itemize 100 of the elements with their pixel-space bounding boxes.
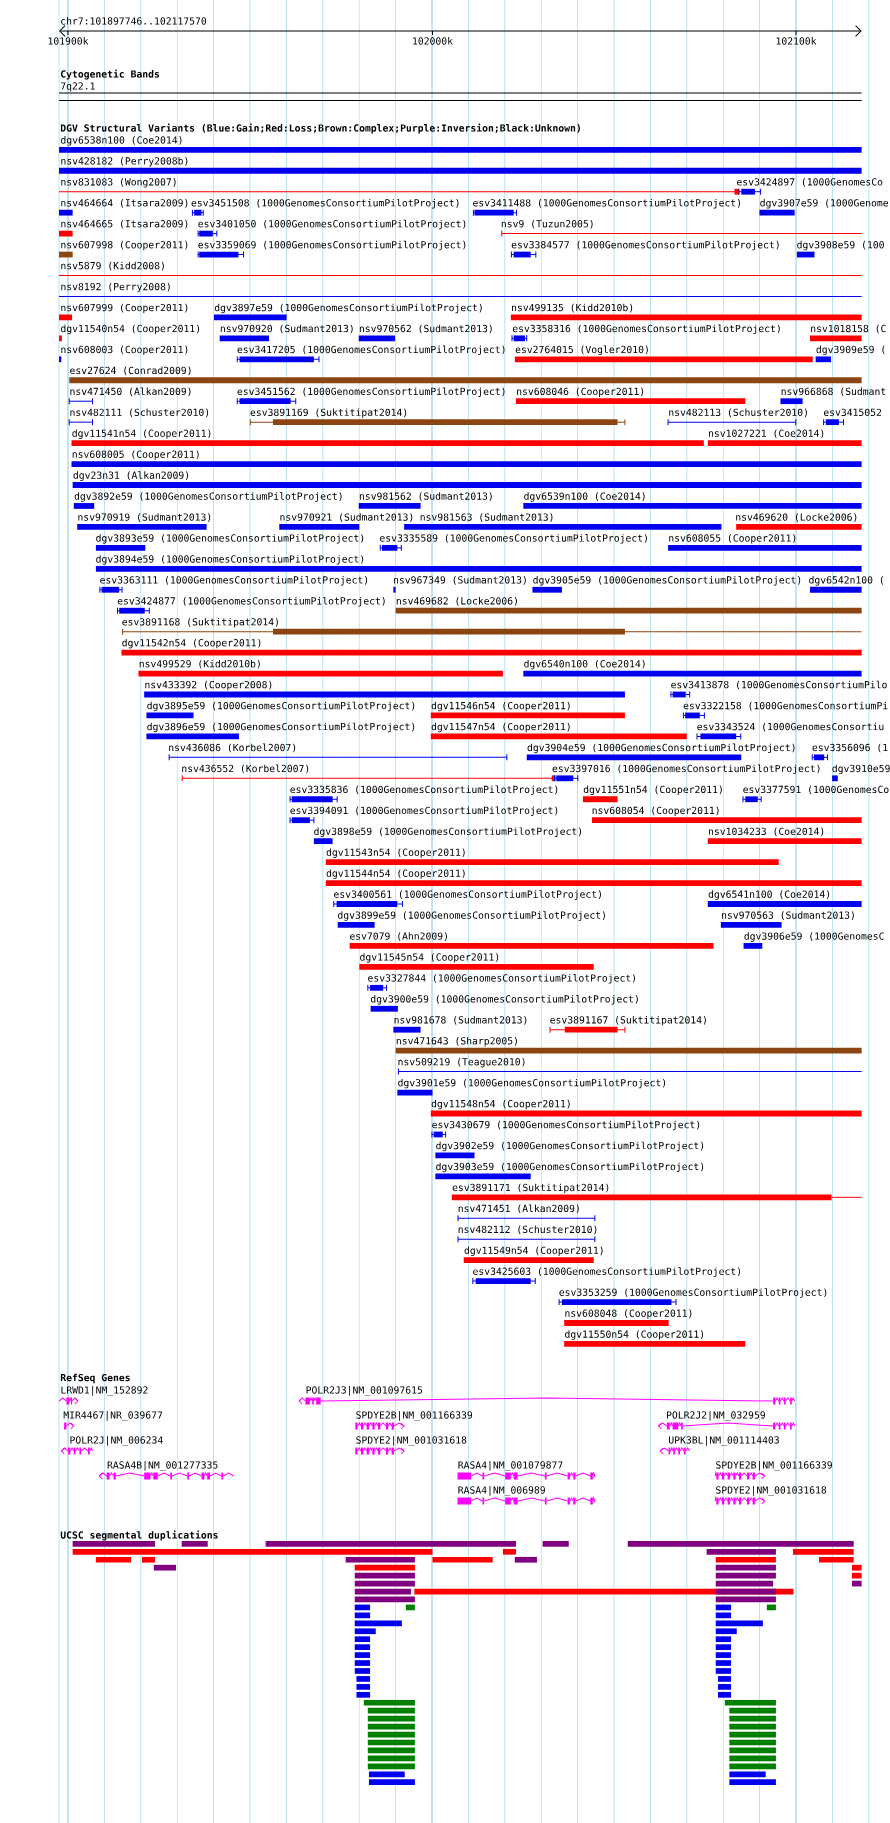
variant-label: nsv967349 (Sudmant2013) <box>393 576 526 585</box>
variant-label: nsv970921 (Sudmant2013) <box>280 513 413 522</box>
variant-label: dgv6538n100 (Coe2014) <box>61 136 182 146</box>
variant-label: nsv608046 (Cooper2011) <box>517 387 644 397</box>
variant-label: nsv9 (Tuzun2005) <box>501 219 593 229</box>
variant-label: dgv11541n54 (Cooper2011) <box>72 429 211 439</box>
variant-label: nsv607998 (Cooper2011) <box>61 240 188 251</box>
variant-label: esv3891168 (Suktitipat2014) <box>122 618 278 628</box>
variant-label: dgv3910e59 <box>832 764 890 775</box>
variant-label: dgv3904e59 (1000GenomesConsortiumPilotProject) <box>527 743 795 754</box>
variant-label: nsv607999 (Cooper2011) <box>61 303 188 314</box>
gene-label: UPK3BL|NM_001114403 <box>669 1436 779 1446</box>
variant-label: dgv3892e59 (1000GenomesConsortiumPilotProject) <box>74 492 342 502</box>
track-title: Cytogenetic Bands <box>61 69 160 80</box>
coordinate-label: chr7:101897746..102117570 <box>61 17 207 25</box>
gene-label: RASA4|NM_001079877 <box>458 1461 563 1471</box>
variant-label: dgv6540n100 (Coe2014) <box>524 659 645 670</box>
variant-label: esv3451562 (1000GenomesConsortiumPilotProject) <box>237 387 505 397</box>
variant-label: esv3397016 (1000GenomesConsortiumPilotProject) <box>552 764 820 775</box>
variant-label: nsv608048 (Cooper2011) <box>565 1309 692 1319</box>
variant-label: esv3451508 (1000GenomesConsortiumPilotProject) <box>191 198 459 209</box>
variant-label: nsv433392 (Cooper2008) <box>145 680 272 691</box>
variant-label: nsv831083 (Wong2007) <box>61 178 176 188</box>
variant-label: dgv3907e59 (1000Genome <box>760 198 889 209</box>
variant-label: esv3359069 (1000GenomesConsortiumPilotProject) <box>198 240 466 251</box>
band-label: 7q22.1 <box>60 82 95 92</box>
variant-label: esv27624 (Conrad2009) <box>70 366 191 376</box>
variant-label: esv3401050 (1000GenomesConsortiumPilotProject) <box>198 219 466 230</box>
axis-label: 102100k <box>776 37 817 45</box>
variant-label: dgv11542n54 (Cooper2011) <box>122 638 261 649</box>
variant-label: esv3891171 (Suktitipat2014) <box>452 1183 609 1194</box>
variant-label: nsv499135 (Kidd2010b) <box>512 303 633 313</box>
variant-label: nsv469620 (Locke2006) <box>736 513 857 522</box>
variant-label: nsv5879 (Kidd2008) <box>61 261 164 271</box>
gene-label: SPDYE2B|NM_001166339 <box>716 1461 832 1471</box>
variant-label: nsv981562 (Sudmant2013) <box>359 492 492 501</box>
variant-label: nsv1027221 (Coe2014) <box>709 429 824 439</box>
gene-label: LRWD1|NM_152892 <box>61 1386 148 1396</box>
variant-label: esv3394091 (1000GenomesConsortiumPilotProject) <box>290 806 558 816</box>
variant-label: nsv966868 (Sudmant <box>781 387 886 397</box>
variant-label: nsv464664 (Itsara2009) <box>61 198 188 208</box>
variant-label: dgv3897e59 (1000GenomesConsortiumPilotProject) <box>214 303 482 314</box>
variant-label: esv3413878 (1000GenomesConsortiumPilo <box>671 680 887 690</box>
variant-label: esv3424897 (1000GenomesCo <box>737 178 883 187</box>
variant-label: dgv11545n54 (Cooper2011) <box>360 953 499 963</box>
variant-label: dgv6542n100 ( <box>809 576 884 586</box>
variant-label: esv3425603 (1000GenomesConsortiumPilotProject) <box>473 1267 740 1277</box>
gene-label: RASA4|NM_006989 <box>458 1486 545 1496</box>
variant-label: nsv970563 (Sudmant2013) <box>722 911 854 920</box>
variant-label: nsv8192 (Perry2008) <box>61 282 170 293</box>
variant-label: dgv11548n54 (Cooper2011) <box>431 1099 570 1110</box>
variant-label: esv3322158 (1000GenomesConsortiumPi <box>683 701 888 711</box>
variant-label: dgv23n31 (Alkan2009) <box>73 471 189 481</box>
gene-label: POLR2J3|NM_001097615 <box>306 1386 423 1396</box>
variant-label: esv3430679 (1000GenomesConsortiumPilotProject) <box>432 1120 700 1131</box>
axis-label: 102000k <box>413 37 453 45</box>
variant-label: nsv471450 (Alkan2009) <box>70 387 191 397</box>
variant-label: dgv11551n54 (Cooper2011) <box>583 785 722 796</box>
gene-label: MIR4467|NR_039677 <box>63 1411 163 1421</box>
variant-label: dgv3895e59 (1000GenomesConsortiumPilotProject) <box>147 701 415 712</box>
variant-label: nsv970919 (Sudmant2013) <box>78 513 211 522</box>
gene-label: RASA4B|NM_001277335 <box>107 1461 218 1471</box>
variant-label: nsv608054 (Cooper2011) <box>592 806 719 816</box>
gene-label: POLR2J2|NM_032959 <box>667 1411 765 1421</box>
variant-label: dgv3909e59 ( <box>816 345 885 356</box>
variant-label: esv3417205 (1000GenomesConsortiumPilotProject) <box>237 345 505 356</box>
variant-label: esv3415052 <box>823 408 882 416</box>
variant-label: nsv482113 (Schuster2010) <box>669 408 807 418</box>
variant-label: dgv6539n100 (Coe2014) <box>524 492 645 502</box>
gene-label: SPDYE2|NM_001031618 <box>716 1486 827 1496</box>
variant-label: esv3353259 (1000GenomesConsortiumPilotProject) <box>559 1288 827 1298</box>
track-title: DGV Structural Variants (Blue:Gain;Red:Loss;Brown:Complex;Purple:Inversion;Black:Unknown) <box>60 123 580 134</box>
variant-label: dgv3899e59 (1000GenomesConsortiumPilotProject) <box>338 911 605 921</box>
variant-label: dgv3898e59 (1000GenomesConsortiumPilotProject) <box>314 827 582 837</box>
variant-label: nsv970562 (Sudmant2013) <box>359 324 492 334</box>
variant-label: nsv981678 (Sudmant2013) <box>394 1016 527 1025</box>
variant-label: dgv3894e59 (1000GenomesConsortiumPilotProject) <box>96 555 364 565</box>
variant-label: esv3384577 (1000GenomesConsortiumPilotProject) <box>511 240 779 251</box>
variant-label: nsv436552 (Korbel2007) <box>182 764 309 774</box>
variant-label: esv3335836 (1000GenomesConsortiumPilotProject) <box>290 785 558 795</box>
variant-label: dgv11543n54 (Cooper2011) <box>326 848 465 858</box>
variant-label: dgv3901e59 (1000GenomesConsortiumPilotProject) <box>398 1078 666 1089</box>
variant-label: esv7079 (Ahn2009) <box>349 932 447 941</box>
gene-label: POLR2J|NM_006234 <box>70 1436 163 1446</box>
variant-label: nsv499529 (Kidd2010b) <box>139 659 260 669</box>
variant-label: dgv11540n54 (Cooper2011) <box>61 324 200 335</box>
variant-label: nsv608003 (Cooper2011) <box>61 345 188 356</box>
variant-label: dgv11547n54 (Cooper2011) <box>431 722 570 733</box>
variant-label: nsv471643 (Sharp2005) <box>396 1037 517 1047</box>
variant-label: nsv608055 (Cooper2011) <box>669 534 796 544</box>
variant-label: esv3424877 (1000GenomesConsortiumPilotProject) <box>117 596 385 607</box>
variant-label: nsv509219 (Teague2010) <box>398 1057 525 1068</box>
variant-label: dgv3896e59 (1000GenomesConsortiumPilotProject) <box>147 722 415 733</box>
variant-label: dgv6541n100 (Coe2014) <box>708 890 830 900</box>
variant-label: esv3363111 (1000GenomesConsortiumPilotProject) <box>100 576 368 586</box>
variant-label: esv3327844 (1000GenomesConsortiumPilotProject) <box>368 974 635 984</box>
variant-label: dgv11549n54 (Cooper2011) <box>464 1246 603 1256</box>
variant-label: dgv3906e59 (1000GenomesC <box>744 932 884 942</box>
variant-label: dgv3908e59 (100 <box>797 240 884 251</box>
variant-label: nsv1034233 (Coe2014) <box>709 827 824 837</box>
